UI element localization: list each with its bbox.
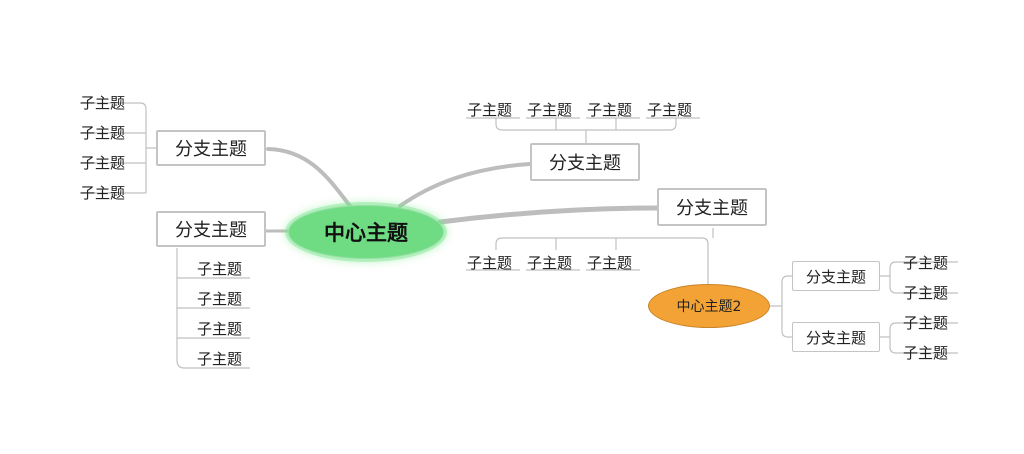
subtopic-left-bottom-1[interactable]: 子主题 [197,259,243,278]
subtopic-left-top-4[interactable]: 子主题 [80,183,126,202]
bracket-left-top [80,102,156,194]
branch-topic-right[interactable]: 分支主题 [657,188,767,226]
branch-topic-left-bottom[interactable]: 分支主题 [156,211,266,247]
bracket-sub-bottom [880,322,958,354]
bracket-left-bottom [176,248,250,369]
subtopic-sub-top-1[interactable]: 子主题 [903,253,949,272]
subtopic-sub-bottom-2[interactable]: 子主题 [903,343,949,362]
subtopic-left-top-2[interactable]: 子主题 [80,123,126,142]
subtopic-left-top-1[interactable]: 子主题 [80,93,126,112]
central-topic[interactable]: 中心主题 [288,205,444,259]
subtopic-top-mid-2[interactable]: 子主题 [527,100,573,119]
subtopic-top-mid-4[interactable]: 子主题 [647,100,693,119]
central-topic-2[interactable]: 中心主题2 [648,284,770,328]
subtopic-sub-bottom-1[interactable]: 子主题 [903,313,949,332]
subtopic-top-mid-1[interactable]: 子主题 [467,100,513,119]
subtopic-left-bottom-2[interactable]: 子主题 [197,289,243,308]
subtopic-right-3[interactable]: 子主题 [587,253,633,272]
branch-topic-top-mid[interactable]: 分支主题 [530,143,640,181]
branch-topic-left-top[interactable]: 分支主题 [156,130,266,166]
subtopic-left-bottom-4[interactable]: 子主题 [197,349,243,368]
bracket-right [466,228,714,284]
branch-topic-sub-bottom[interactable]: 分支主题 [792,322,880,352]
subtopic-right-1[interactable]: 子主题 [467,253,513,272]
branch-topic-sub-top[interactable]: 分支主题 [792,261,880,291]
subtopic-left-bottom-3[interactable]: 子主题 [197,319,243,338]
bracket-top-mid [466,117,700,144]
subtopic-right-2[interactable]: 子主题 [527,253,573,272]
subtopic-top-mid-3[interactable]: 子主题 [587,100,633,119]
link-central-right [437,205,660,225]
link-central-left-top [266,147,352,208]
bracket-sub-top [880,261,958,294]
link-central2-subs [770,275,792,338]
subtopic-sub-top-2[interactable]: 子主题 [903,283,949,302]
link-central-top-mid [398,162,532,208]
subtopic-left-top-3[interactable]: 子主题 [80,153,126,172]
